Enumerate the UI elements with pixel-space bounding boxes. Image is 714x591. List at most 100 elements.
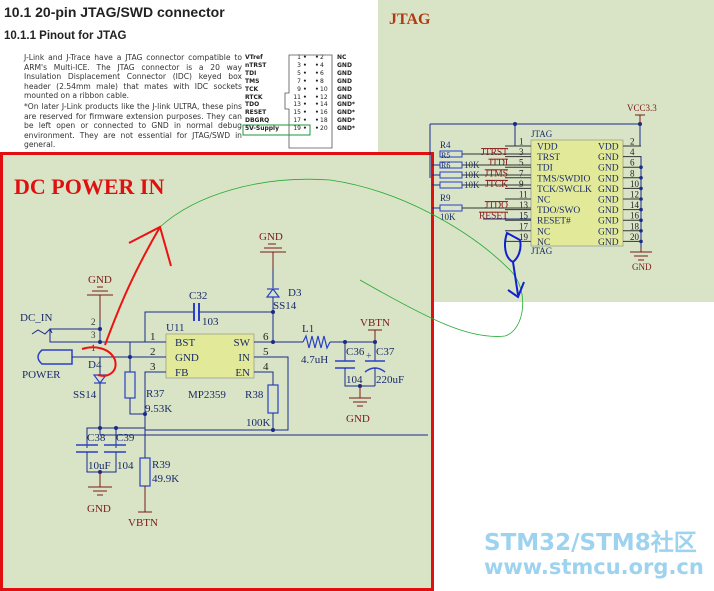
ic-pin-number: 3	[150, 361, 156, 373]
jtag-pin-name: NC	[537, 227, 550, 237]
c32-ref: C32	[189, 290, 207, 302]
jtag-pin-name: GND	[598, 164, 619, 174]
gnd-symbol-jack: GND	[87, 274, 113, 320]
jtag-net-label: JTRST	[481, 148, 508, 158]
jtag-pin-name: GND	[598, 217, 619, 227]
green-link-curve	[159, 178, 524, 337]
ic-pin-name: IN	[238, 352, 250, 364]
watermark-title: STM32/STM8社区	[484, 530, 697, 556]
vcc3v3-label: VCC3.3	[627, 103, 657, 113]
pinout-odd: 3	[297, 61, 301, 69]
c39-value: 104	[117, 460, 134, 472]
pinout-odd: 7	[297, 77, 301, 85]
jtag-net-label: JTDO	[485, 201, 508, 211]
pinout-right: GND*	[337, 109, 356, 117]
ic-pin-name: BST	[175, 337, 195, 349]
pinout-right: GND	[337, 61, 352, 69]
annotations	[81, 178, 525, 377]
jack-pin-2: 2	[91, 317, 96, 327]
jtag-pin-number: 19	[519, 232, 529, 242]
jtag-gnd-label: GND	[632, 262, 652, 272]
pinout-even: 6	[320, 69, 324, 77]
pinout-odd: 9	[297, 85, 301, 93]
ic-pin-name: SW	[234, 337, 251, 349]
r4-ref: R4	[440, 140, 451, 150]
jtag-pin-number: 13	[519, 200, 529, 210]
doc-paragraph-1: J-Link and J-Trace have a JTAG connector…	[24, 53, 242, 101]
l1-ref: L1	[302, 323, 314, 335]
pin-dot-icon: •	[303, 54, 307, 61]
jtag-pin-name: GND	[598, 227, 619, 237]
pinout-even: 16	[320, 109, 328, 117]
diode-d4: D4 SS14	[73, 357, 108, 435]
vcc3v3-net: VCC3.3	[429, 103, 657, 178]
jlink-doc-excerpt: 10.1 20-pin JTAG/SWD connector 10.1.1 Pi…	[0, 0, 378, 152]
pinout-left: DBGRQ	[245, 117, 270, 125]
jtag-pin-name: GND	[598, 153, 619, 163]
power-label: POWER	[22, 369, 61, 381]
pinout-odd: 19	[293, 125, 301, 133]
jtag-pin-name: VDD	[598, 143, 619, 153]
pin-dot-icon: •	[315, 101, 319, 109]
pin-dot-icon: •	[315, 54, 319, 61]
jtag-pin-name: GND	[598, 196, 619, 206]
red-arrowhead	[128, 225, 172, 267]
jtag-pin-number: 9	[519, 179, 524, 189]
c38-ref: C38	[87, 432, 106, 444]
jtag-pin-name: TDO/SWO	[537, 206, 580, 216]
pinout-box	[242, 54, 333, 149]
pinout-left: TCK	[245, 85, 259, 93]
jtag-resistors: R4 R5 10K R6 10K 10K R9 10K	[432, 140, 531, 222]
dc-wiring: R37 9.53K C32 103 GND D3 SS14 L1 4.7uH	[76, 231, 428, 529]
pin-dot-icon: •	[315, 61, 319, 69]
jtag-pin-number: 16	[630, 211, 640, 221]
pinout-even: 20	[320, 125, 328, 133]
ic-pin-name: FB	[175, 367, 188, 379]
jtag-connector-ref: JTAG	[531, 129, 553, 139]
jtag-pin-number: 4	[630, 147, 635, 157]
pinout-even: 18	[320, 117, 328, 125]
jtag-pin-name: NC	[537, 196, 550, 206]
pinout-odd: 5	[297, 69, 301, 77]
r39-value: 49.9K	[152, 473, 179, 485]
vbtn-label-top: VBTN	[360, 317, 390, 329]
d4-value: SS14	[73, 389, 97, 401]
pinout-even: 10	[320, 85, 328, 93]
pin-dot-icon: •	[303, 85, 307, 93]
u11-part: MP2359	[188, 389, 226, 401]
pin-dot-icon: •	[303, 109, 307, 117]
ic-pin-number: 5	[263, 346, 269, 358]
pin-dot-icon: •	[303, 93, 307, 101]
d3-ref: D3	[288, 287, 302, 299]
jtag-pin-name: TDI	[537, 164, 553, 174]
jtag-pin-name: TRST	[537, 153, 560, 163]
jtag-pin-number: 20	[630, 232, 640, 242]
watermark-url: www.stmcu.org.cn	[484, 555, 704, 579]
pinout-left: TDO	[245, 101, 260, 109]
pinout-odd: 17	[293, 117, 301, 125]
jtag-connector: JTAG JTAG 1VDD3TRSTJTRST5TDIJTDI7TMS/SWD…	[479, 129, 643, 256]
pinout-odd: 13	[293, 101, 301, 109]
jtag-pin-name: NC	[537, 238, 550, 248]
jtag-pin-name: TMS/SWDIO	[537, 174, 590, 184]
jtag-connector-footer: JTAG	[531, 246, 553, 256]
jtag-pin-name: RESET#	[537, 217, 571, 227]
pinout-left: 5V-Supply	[245, 125, 280, 133]
dc-jack: DC_IN 2 3 1 POWER	[20, 312, 145, 381]
gnd-label-d3: GND	[259, 231, 283, 243]
r5-ref: R5	[441, 151, 450, 160]
jtag-pin-number: 17	[519, 221, 529, 231]
jtag-pin-number: 14	[630, 200, 640, 210]
ic-pin-number: 4	[263, 361, 269, 373]
jtag-pin-name: GND	[598, 238, 619, 248]
dc-power-title: DC POWER IN	[14, 174, 164, 199]
pin-dot-icon: •	[315, 85, 319, 93]
gnd-label-jack: GND	[88, 274, 112, 286]
jtag-pin-name: GND	[598, 185, 619, 195]
gnd-label-bottom: GND	[87, 503, 111, 515]
jtag-pin-name: GND	[598, 174, 619, 184]
jtag-net-label: RESET	[479, 212, 508, 222]
pinout-right: GND*	[337, 117, 356, 125]
pin-dot-icon: •	[303, 69, 307, 77]
